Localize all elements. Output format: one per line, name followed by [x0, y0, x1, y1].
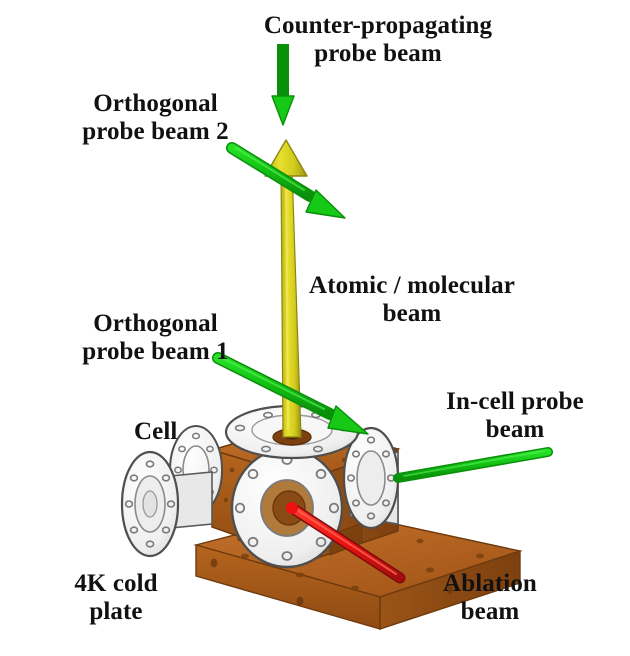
label-atomic-molecular-beam: Atomic / molecular beam: [309, 272, 515, 327]
label-orthogonal-probe-beam-1: Orthogonal probe beam 1: [82, 310, 229, 365]
label-in-cell-probe-beam: In-cell probe beam: [446, 388, 584, 443]
label-orthogonal-probe-beam-2: Orthogonal probe beam 2: [82, 90, 229, 145]
label-counter-propagating-probe-beam: Counter-propagating probe beam: [263, 12, 493, 67]
label-4k-cold-plate: 4K cold plate: [74, 570, 158, 625]
counter-propagating-probe-beam-arrow: [271, 44, 295, 126]
in-cell-probe-beam-line: [393, 447, 553, 483]
flange-left: [120, 450, 213, 558]
ablation-beam-line: [286, 502, 406, 584]
orthogonal-probe-beam-1-arrow: [212, 352, 369, 435]
label-cell: Cell: [134, 418, 178, 445]
label-ablation-beam: Ablation beam: [443, 570, 537, 625]
orthogonal-probe-beam-2-arrow: [226, 142, 346, 219]
flange-right: [342, 426, 400, 530]
